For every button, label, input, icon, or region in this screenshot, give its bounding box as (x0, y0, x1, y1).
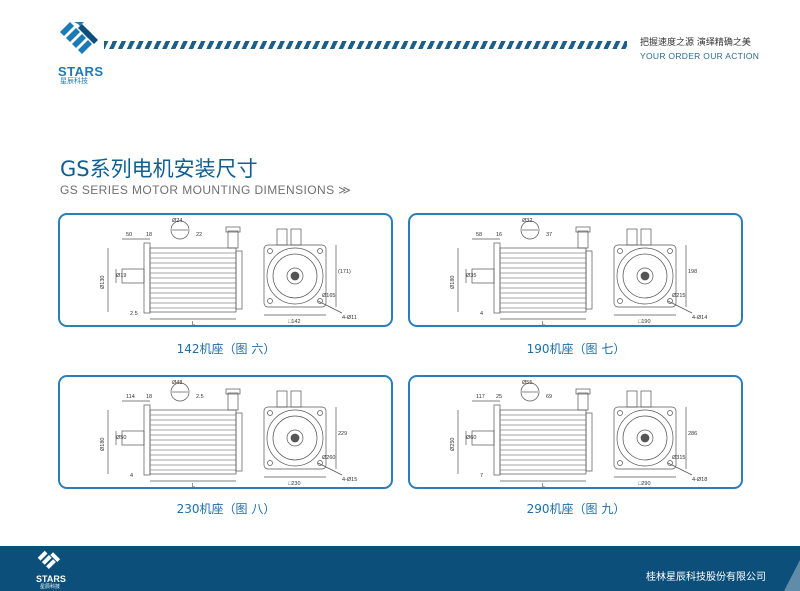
drawing-caption: 142机座（图 六） (176, 342, 276, 356)
label-length: L (542, 321, 545, 327)
label-holes: 4-Ø14 (692, 315, 707, 321)
label-dim-a: Ø250 (450, 438, 456, 451)
label-d1: 50 (126, 232, 132, 238)
label-dim-b: Ø35 (466, 273, 476, 279)
drawing-card: Ø48 114 18 2.5 Ø180 Ø50 4 L 229 Ø260 □23… (58, 375, 393, 489)
connector-outline (227, 230, 239, 249)
drawing-card: Ø55 117 25 69 Ø250 Ø60 7 L 286 Ø315 □290… (408, 375, 743, 489)
flange-outline (143, 404, 151, 476)
corner-decoration (784, 560, 800, 591)
footer-logo (34, 548, 68, 588)
drawing-card: Ø32 58 16 37 Ø180 Ø35 4 L 198 Ø215 □190 … (408, 213, 743, 327)
label-d1: 58 (476, 232, 482, 238)
company-name: 桂林星辰科技股份有限公司 (646, 572, 766, 583)
label-dim-a: Ø130 (100, 276, 106, 289)
label-shaft-dia: Ø32 (522, 218, 532, 224)
connector-outline (227, 392, 239, 411)
label-dim-c: 2.5 (130, 311, 138, 317)
body-outline (149, 409, 237, 475)
label-dim-c: 4 (130, 473, 133, 479)
connector-outline (577, 392, 589, 411)
label-dim-c: 7 (480, 473, 483, 479)
label-pcd: Ø260 (322, 455, 335, 461)
label-length: L (192, 321, 195, 327)
label-square: □142 (288, 319, 301, 325)
label-d3: 37 (546, 232, 552, 238)
drawing-caption: 290机座（图 九） (526, 502, 626, 516)
page-title: GS系列电机安装尺寸 (60, 157, 258, 181)
label-dim-b: Ø50 (116, 435, 126, 441)
label-flange-h: 229 (338, 431, 347, 437)
label-d2: 16 (496, 232, 502, 238)
label-holes: 4-Ø15 (342, 477, 357, 483)
label-d2: 25 (496, 394, 502, 400)
label-d1: 117 (476, 394, 485, 400)
label-d3: 69 (546, 394, 552, 400)
label-holes: 4-Ø18 (692, 477, 707, 483)
label-d2: 18 (146, 232, 152, 238)
label-shaft-dia: Ø55 (522, 380, 532, 386)
flange-outline (493, 242, 501, 314)
label-dim-b: Ø60 (466, 435, 476, 441)
connector-outline (577, 230, 589, 249)
label-length: L (192, 483, 195, 489)
header-dash-band (104, 41, 627, 49)
label-shaft-dia: Ø24 (172, 218, 182, 224)
label-shaft-dia: Ø48 (172, 380, 182, 386)
label-square: □190 (638, 319, 651, 325)
footer-bar (0, 546, 800, 591)
body-outline (499, 409, 587, 475)
label-flange-h: 286 (688, 431, 697, 437)
label-pcd: Ø165 (322, 293, 335, 299)
drawing-card: Ø24 50 18 22 Ø130 Ø19 2.5 L (171) Ø165 □… (58, 213, 393, 327)
label-dim-c: 4 (480, 311, 483, 317)
label-pcd: Ø215 (672, 293, 685, 299)
body-outline (149, 247, 237, 313)
label-square: □290 (638, 481, 651, 487)
label-dim-a: Ø180 (100, 438, 106, 451)
label-flange-h: 198 (688, 269, 697, 275)
flange-outline (143, 242, 151, 314)
tagline-cn: 把握速度之源 演绎精确之美 (640, 38, 751, 48)
label-d1: 114 (126, 394, 135, 400)
tagline-en: YOUR ORDER OUR ACTION (640, 51, 760, 61)
label-square: □230 (288, 481, 301, 487)
stars-logo (56, 18, 102, 80)
label-d3: 22 (196, 232, 202, 238)
body-outline (499, 247, 587, 313)
label-dim-b: Ø19 (116, 273, 126, 279)
label-dim-a: Ø180 (450, 276, 456, 289)
label-holes: 4-Ø11 (342, 315, 357, 321)
flange-outline (493, 404, 501, 476)
label-pcd: Ø315 (672, 455, 685, 461)
tagline: 把握速度之源 演绎精确之美 YOUR ORDER OUR ACTION (640, 37, 759, 63)
label-d2: 18 (146, 394, 152, 400)
page-subtitle: GS SERIES MOTOR MOUNTING DIMENSIONS ≫ (60, 183, 352, 197)
label-flange-h: (171) (338, 269, 351, 275)
brand-name-cn: 星辰科技 (60, 77, 88, 85)
brand-name: STARS (58, 64, 104, 79)
footer-brand-name: STARS (36, 574, 66, 584)
footer-brand-name-cn: 星辰科技 (40, 584, 61, 590)
label-length: L (542, 483, 545, 489)
drawing-caption: 230机座（图 八） (176, 502, 276, 516)
label-d3: 2.5 (196, 394, 204, 400)
drawing-caption: 190机座（图 七） (526, 342, 626, 356)
